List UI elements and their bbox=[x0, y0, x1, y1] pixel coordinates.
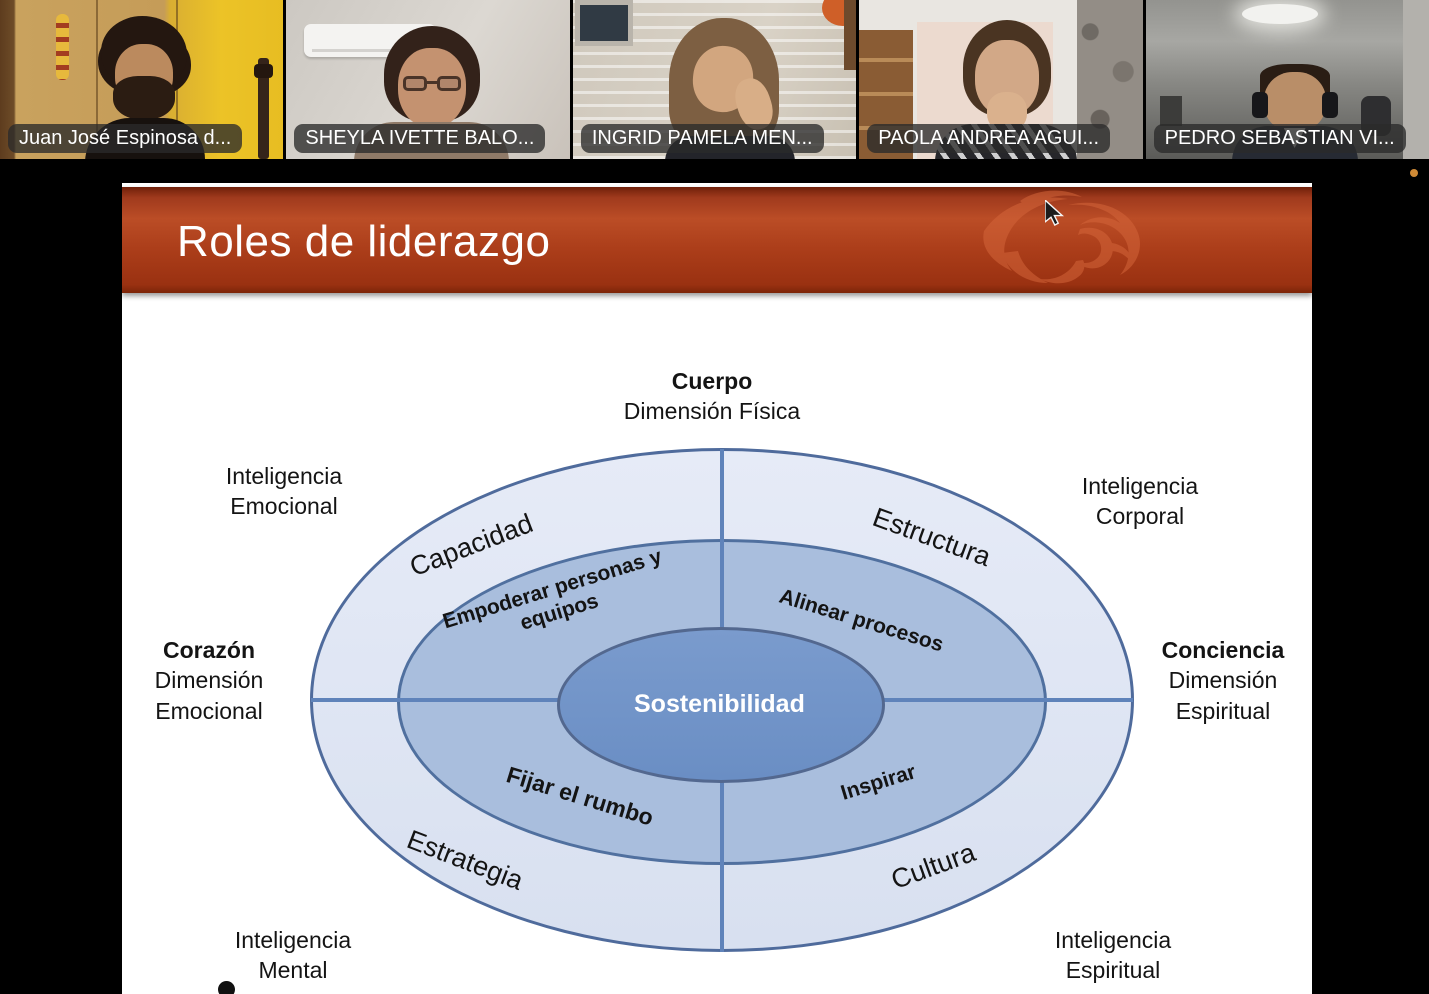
picture-frame bbox=[1159, 96, 1182, 126]
axis-label-top: Cuerpo Dimensión Física bbox=[623, 368, 801, 425]
intelligence-label-bottom-right: Inteligencia Espiritual bbox=[1054, 927, 1172, 984]
hanging-ornament bbox=[56, 14, 69, 80]
shelf-edge bbox=[844, 0, 857, 70]
wall-edge bbox=[1403, 0, 1429, 159]
dragon-logo-icon bbox=[983, 190, 1140, 284]
intelligence-label-top-right: Inteligencia Corporal bbox=[1081, 473, 1199, 530]
glasses bbox=[403, 76, 462, 92]
video-tile-ingrid[interactable]: INGRID PAMELA MEN... bbox=[572, 0, 857, 159]
participant-name-badge: PAOLA ANDREA AGUI... bbox=[867, 124, 1111, 153]
axis-label-right: Conciencia Dimensión Espiritual bbox=[1161, 637, 1285, 724]
headphones bbox=[1251, 84, 1338, 124]
video-strip: Juan José Espinosa d... SHEYLA IVETTE BA… bbox=[0, 0, 1429, 159]
participant-name-badge: Juan José Espinosa d... bbox=[8, 124, 243, 153]
video-tile-sheyla[interactable]: SHEYLA IVETTE BALO... bbox=[286, 0, 570, 159]
participant-name-badge: INGRID PAMELA MEN... bbox=[580, 124, 824, 153]
wardrobe-panel-line bbox=[96, 0, 98, 159]
picture-frame bbox=[574, 0, 633, 46]
guitar-neck bbox=[254, 58, 274, 159]
video-tile-pedro[interactable]: PEDRO SEBASTIAN VI... bbox=[1145, 0, 1429, 159]
ceiling-light bbox=[1241, 4, 1318, 24]
avatar-beard bbox=[113, 76, 175, 120]
participant-name-badge: SHEYLA IVETTE BALO... bbox=[294, 124, 546, 153]
participant-name-badge: PEDRO SEBASTIAN VI... bbox=[1153, 124, 1406, 153]
wardrobe-panel-line bbox=[176, 0, 178, 159]
diagram-center-ellipse bbox=[557, 627, 885, 783]
avatar-face bbox=[1263, 72, 1326, 132]
intelligence-label-top-left: Inteligencia Emocional bbox=[225, 463, 343, 520]
slide-title-banner: Roles de liderazgo bbox=[122, 187, 1312, 293]
mouse-cursor bbox=[1045, 200, 1065, 226]
bullet-dot bbox=[218, 981, 235, 994]
diagram-center-label: Sostenibilidad bbox=[634, 690, 805, 718]
video-tile-paola[interactable]: PAOLA ANDREA AGUI... bbox=[859, 0, 1143, 159]
video-tile-juan[interactable]: Juan José Espinosa d... bbox=[0, 0, 284, 159]
axis-label-left: Corazón Dimensión Emocional bbox=[154, 637, 264, 724]
notification-dot bbox=[1410, 169, 1418, 177]
slide-title: Roles de liderazgo bbox=[177, 217, 551, 266]
intelligence-label-bottom-left: Inteligencia Mental bbox=[234, 927, 352, 984]
shared-screen-slide: Roles de liderazgo Cuerpo Dimensión Físi… bbox=[122, 183, 1312, 994]
